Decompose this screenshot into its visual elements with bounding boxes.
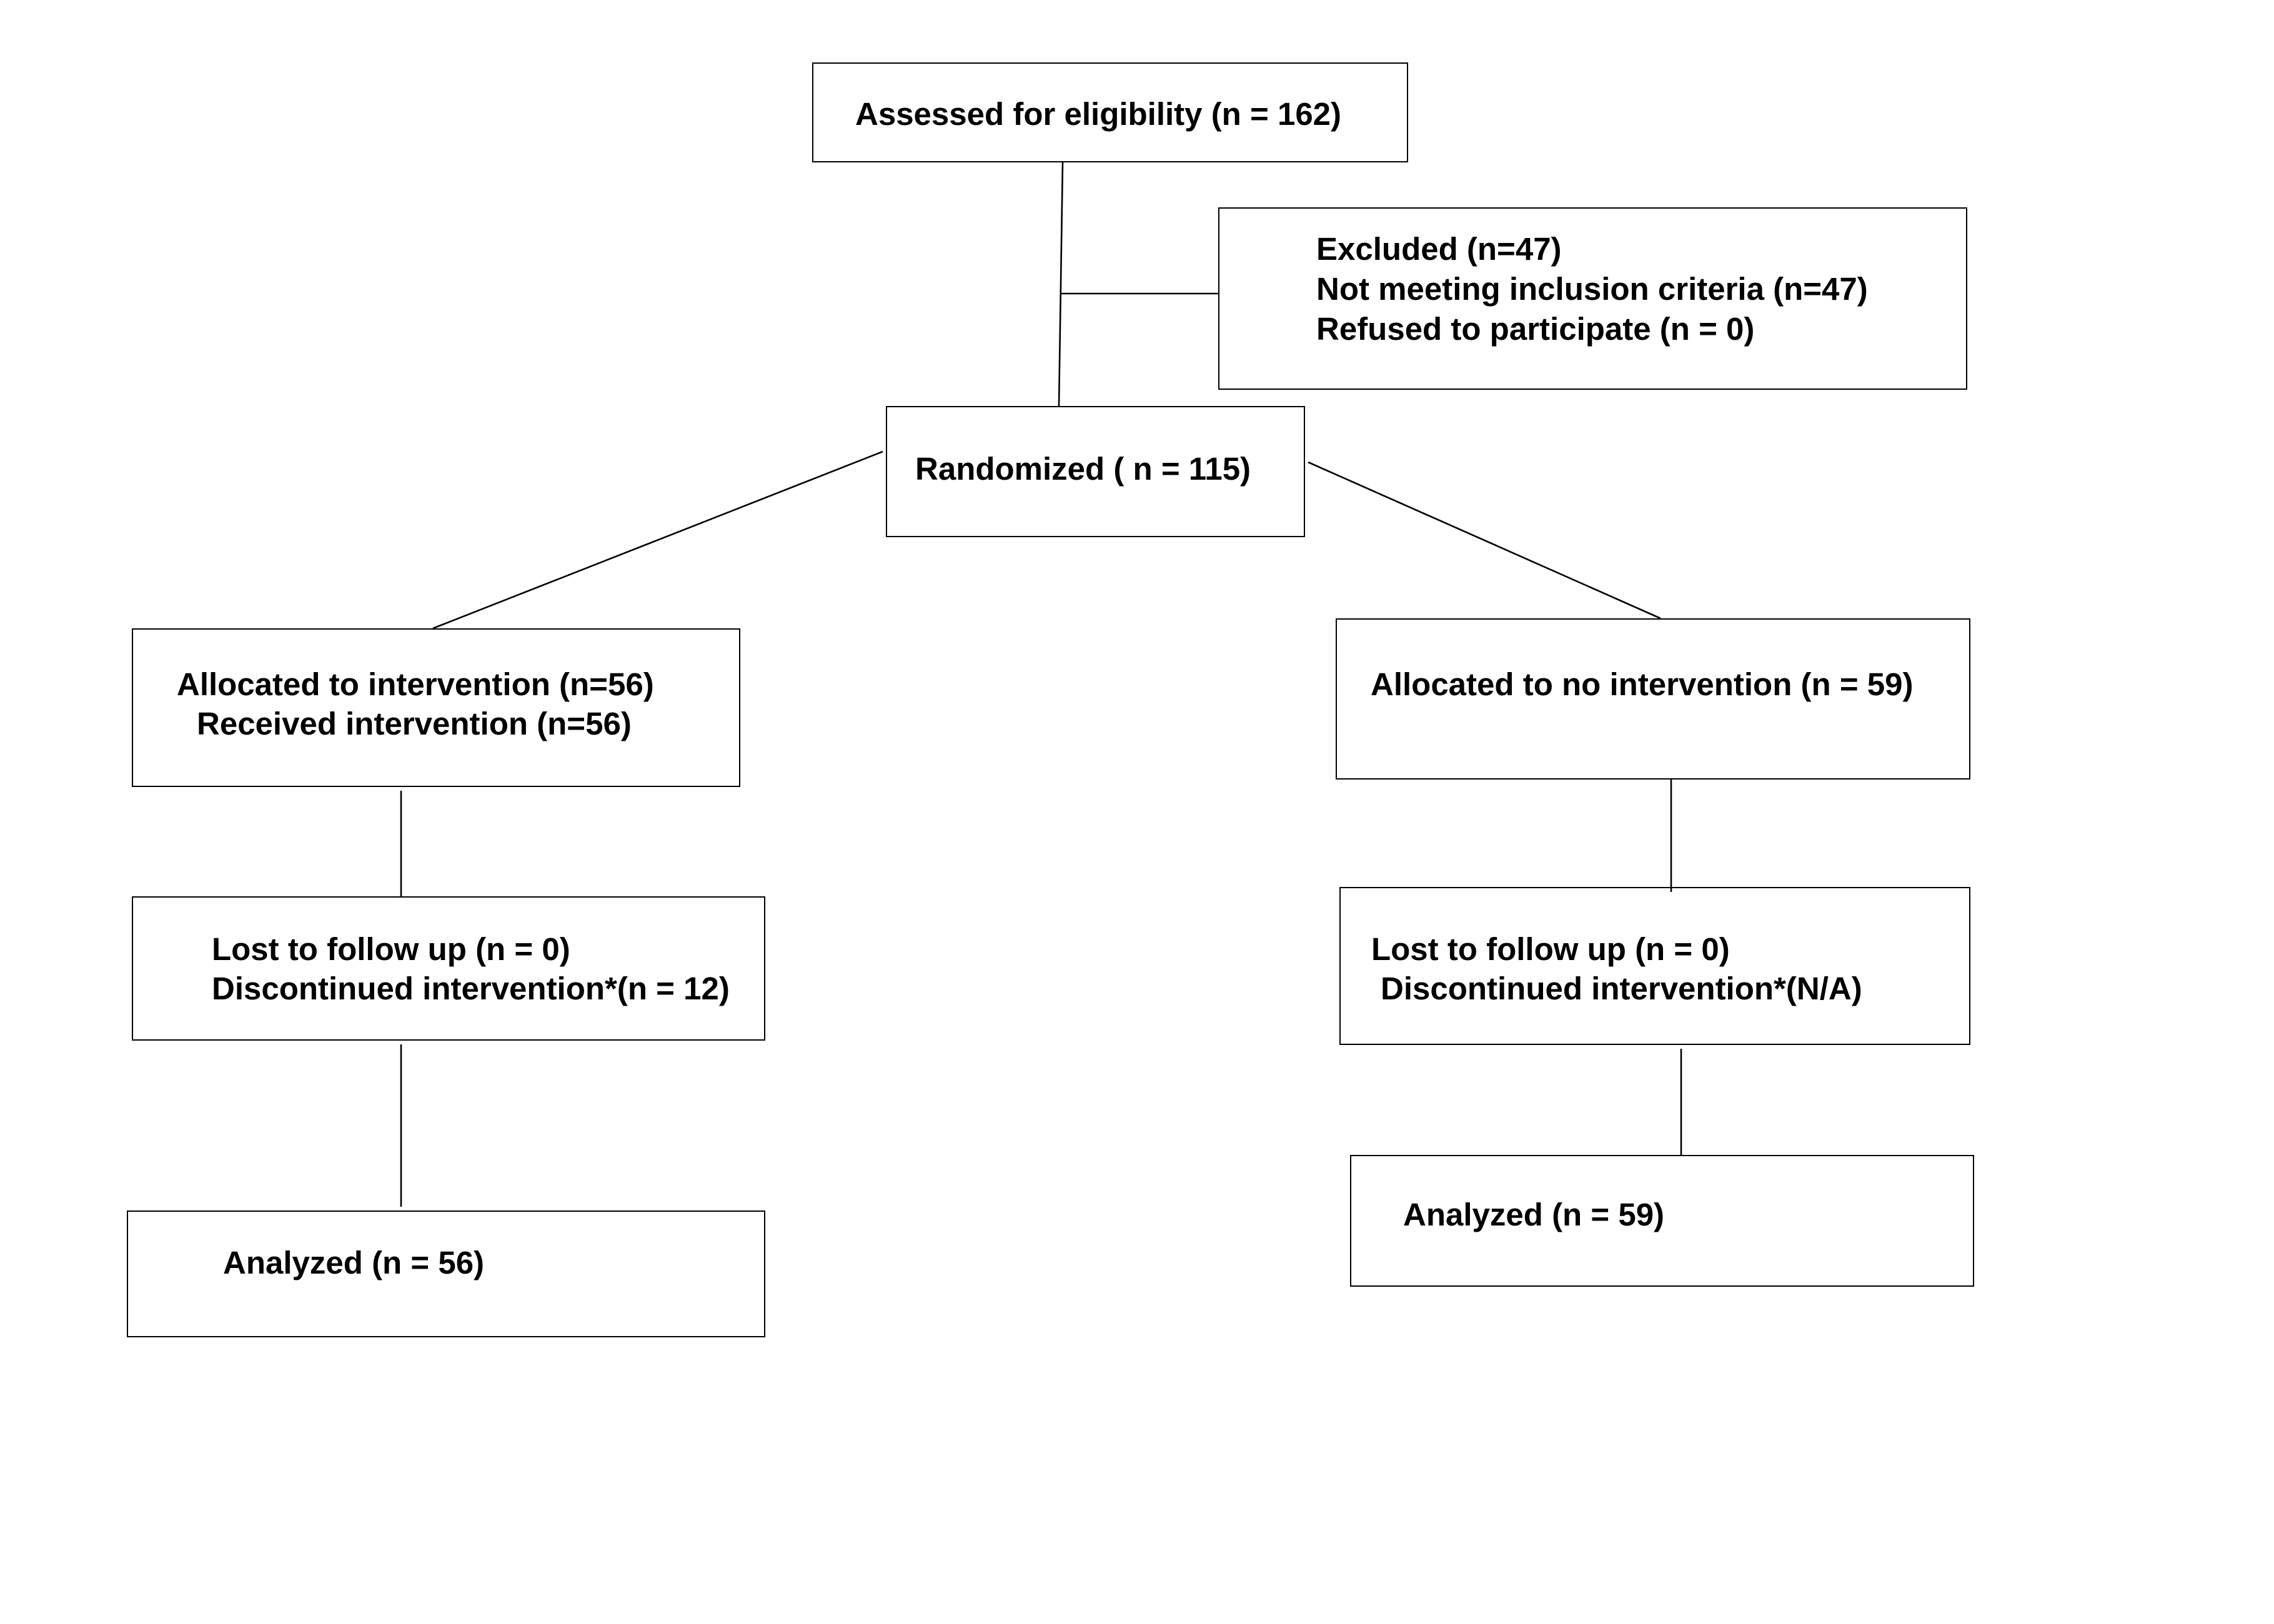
allocated-no-intervention-text: Allocated to no intervention (n = 59) (1371, 666, 1914, 702)
allocated-intervention-text: Allocated to intervention (n=56) (177, 666, 654, 702)
control-followup-box: Lost to follow up (n = 0) Discontinued i… (1339, 887, 1970, 1045)
control-lost-followup-text: Lost to follow up (n = 0) (1371, 931, 1730, 967)
connector-randomized-right (1308, 461, 1661, 620)
intervention-followup-box: Lost to follow up (n = 0) Discontinued i… (132, 896, 765, 1041)
excluded-count-text: Excluded (n=47) (1316, 231, 1562, 267)
intervention-discontinued-text: Discontinued intervention*(n = 12) (212, 971, 730, 1006)
control-analyzed-text: Analyzed (n = 59) (1403, 1197, 1665, 1232)
intervention-analyzed-box: Analyzed (n = 56) (127, 1211, 765, 1337)
control-discontinued-text: Discontinued intervention*(N/A) (1381, 971, 1862, 1006)
connector-assessed-randomized (1058, 162, 1064, 407)
allocated-no-intervention-box: Allocated to no intervention (n = 59) (1336, 618, 1970, 780)
assessed-eligibility-box: Assessed for eligibility (n = 162) (812, 62, 1408, 162)
intervention-lost-followup-text: Lost to follow up (n = 0) (212, 931, 570, 967)
not-meeting-criteria-text: Not meeting inclusion criteria (n=47) (1316, 271, 1868, 307)
connector-randomized-left (432, 450, 883, 630)
control-analyzed-box: Analyzed (n = 59) (1350, 1155, 1974, 1287)
randomized-text: Randomized ( n = 115) (915, 451, 1251, 487)
allocated-intervention-box: Allocated to intervention (n=56) Receive… (132, 628, 740, 787)
randomized-box: Randomized ( n = 115) (886, 406, 1305, 537)
assessed-eligibility-text: Assessed for eligibility (n = 162) (855, 96, 1342, 132)
refused-participate-text: Refused to participate (n = 0) (1316, 311, 1755, 347)
intervention-analyzed-text: Analyzed (n = 56) (223, 1245, 485, 1280)
excluded-box: Excluded (n=47) Not meeting inclusion cr… (1218, 207, 1967, 390)
received-intervention-text: Received intervention (n=56) (197, 706, 632, 741)
